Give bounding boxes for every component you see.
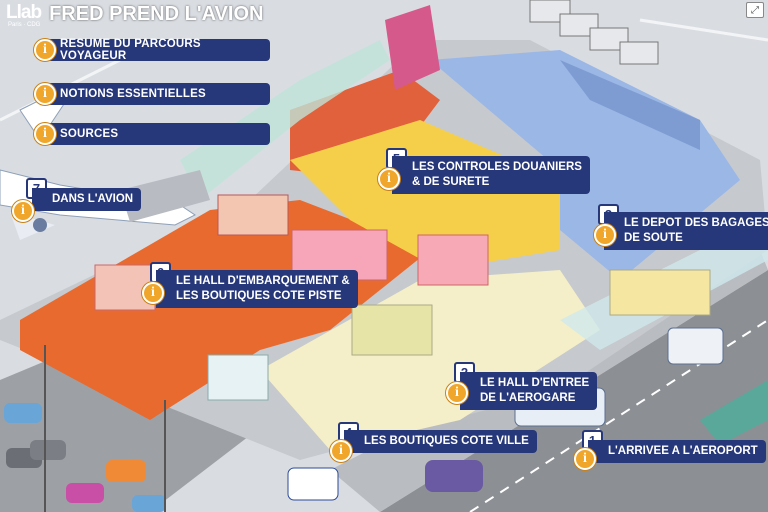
menu-sources[interactable]: i SOURCES bbox=[34, 123, 270, 145]
jet-bridge bbox=[120, 170, 210, 222]
info-icon[interactable]: i bbox=[34, 39, 56, 61]
info-icon[interactable]: i bbox=[378, 168, 400, 190]
app-header: Llab Paris · CDG FRED PREND L'AVION bbox=[6, 2, 264, 29]
hotspot-label-line1: LE HALL D'ENTREE bbox=[480, 377, 590, 389]
glass-facade bbox=[180, 40, 390, 200]
hotspot-label-line2: DE L'AEROGARE bbox=[480, 392, 576, 404]
menu-bar bbox=[50, 123, 270, 145]
info-icon[interactable]: i bbox=[574, 448, 596, 470]
baggage-carts bbox=[529, 0, 659, 65]
menu-bar bbox=[50, 39, 270, 61]
hotspot-label-line1: L'ARRIVEE A L'AEROPORT bbox=[608, 445, 758, 457]
info-icon[interactable]: i bbox=[446, 382, 468, 404]
menu-label: NOTIONS ESSENTIELLES bbox=[60, 88, 206, 100]
hotspot-label: LE HALL D'ENTREE DE L'AEROGARE bbox=[460, 372, 598, 410]
hotspot-label: DANS L'AVION bbox=[32, 188, 142, 211]
info-icon[interactable]: i bbox=[594, 224, 616, 246]
menu-label: RESUME DU PARCOURS VOYAGEUR bbox=[60, 38, 201, 62]
logo-subtitle: Paris · CDG bbox=[8, 22, 41, 28]
app-logo[interactable]: Llab Paris · CDG bbox=[6, 2, 42, 29]
police-car bbox=[287, 467, 339, 501]
lamp-posts bbox=[44, 345, 166, 512]
hotspot-label-line2: LES BOUTIQUES COTE PISTE bbox=[176, 290, 342, 302]
taxi bbox=[425, 460, 483, 492]
info-icon[interactable]: i bbox=[142, 282, 164, 304]
menu-notions-essentielles[interactable]: i NOTIONS ESSENTIELLES bbox=[34, 83, 270, 105]
shop-kiosks bbox=[94, 194, 711, 401]
hotspot-label-line1: LES BOUTIQUES COTE VILLE bbox=[364, 435, 529, 447]
info-icon[interactable]: i bbox=[34, 123, 56, 145]
info-icon[interactable]: i bbox=[12, 200, 34, 222]
hotspot-label-line2: DE SOUTE bbox=[624, 232, 683, 244]
menu-label: SOURCES bbox=[60, 128, 119, 140]
hotspot-label: LE HALL D'EMBARQUEMENT & LES BOUTIQUES C… bbox=[156, 270, 358, 308]
hotspot-label-line1: LE HALL D'EMBARQUEMENT & bbox=[176, 275, 350, 287]
hotspot-label-line1: LES CONTROLES DOUANIERS bbox=[412, 161, 582, 173]
menu-resume-parcours[interactable]: i RESUME DU PARCOURS VOYAGEUR bbox=[34, 38, 270, 62]
entrance-hall-floor bbox=[260, 270, 600, 450]
page-title: FRED PREND L'AVION bbox=[49, 3, 264, 25]
info-icon[interactable]: i bbox=[330, 440, 352, 462]
train bbox=[700, 380, 768, 445]
hotspot-label-line2: & DE SURETE bbox=[412, 176, 490, 188]
service-tower bbox=[385, 5, 440, 90]
hotspot-label-line1: LE DEPOT DES BAGAGES bbox=[624, 217, 768, 229]
hotspot-label: LES CONTROLES DOUANIERS & DE SURETE bbox=[392, 156, 590, 194]
fullscreen-icon[interactable]: ⤢ bbox=[746, 2, 764, 18]
delivery-van bbox=[667, 327, 724, 365]
hotspot-label: LE DEPOT DES BAGAGES DE SOUTE bbox=[604, 212, 768, 250]
info-icon[interactable]: i bbox=[34, 83, 56, 105]
logo-text: Llab bbox=[6, 2, 42, 23]
menu-bar bbox=[50, 83, 270, 105]
hotspot-label: LES BOUTIQUES COTE VILLE bbox=[344, 430, 537, 453]
parked-cars bbox=[4, 403, 166, 512]
hotspot-label-line1: DANS L'AVION bbox=[52, 193, 134, 205]
hotspot-label: L'ARRIVEE A L'AEROPORT bbox=[588, 440, 766, 463]
